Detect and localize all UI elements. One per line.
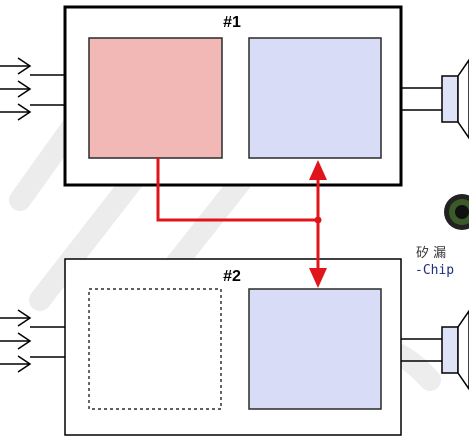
- junction-dot: [314, 216, 322, 224]
- box-1-label: #1: [223, 14, 241, 31]
- box-2-label: #2: [223, 268, 241, 285]
- watermark-logo: [444, 194, 469, 230]
- box-2-dashed-block: [88, 288, 222, 410]
- box-1-pink-block: [88, 37, 223, 159]
- pink-to-bus-line: [156, 158, 318, 222]
- watermark-text-2: -Chip: [415, 263, 454, 278]
- box-2: #2: [64, 258, 402, 436]
- speaker-icon: [401, 309, 469, 391]
- arrow-up-icon: [309, 160, 327, 180]
- red-connection: [156, 158, 320, 272]
- box-1-blue-block: [248, 37, 382, 159]
- left-inputs-box-2: [0, 309, 65, 373]
- arrow-down-icon: [309, 268, 327, 288]
- box-1: #1: [63, 5, 403, 187]
- speaker-icon: [401, 58, 469, 140]
- arrowheads: [309, 160, 327, 288]
- watermark-text-1: 矽 漏: [416, 245, 446, 261]
- left-inputs-box-1: [0, 57, 65, 121]
- box-2-blue-block: [248, 288, 382, 410]
